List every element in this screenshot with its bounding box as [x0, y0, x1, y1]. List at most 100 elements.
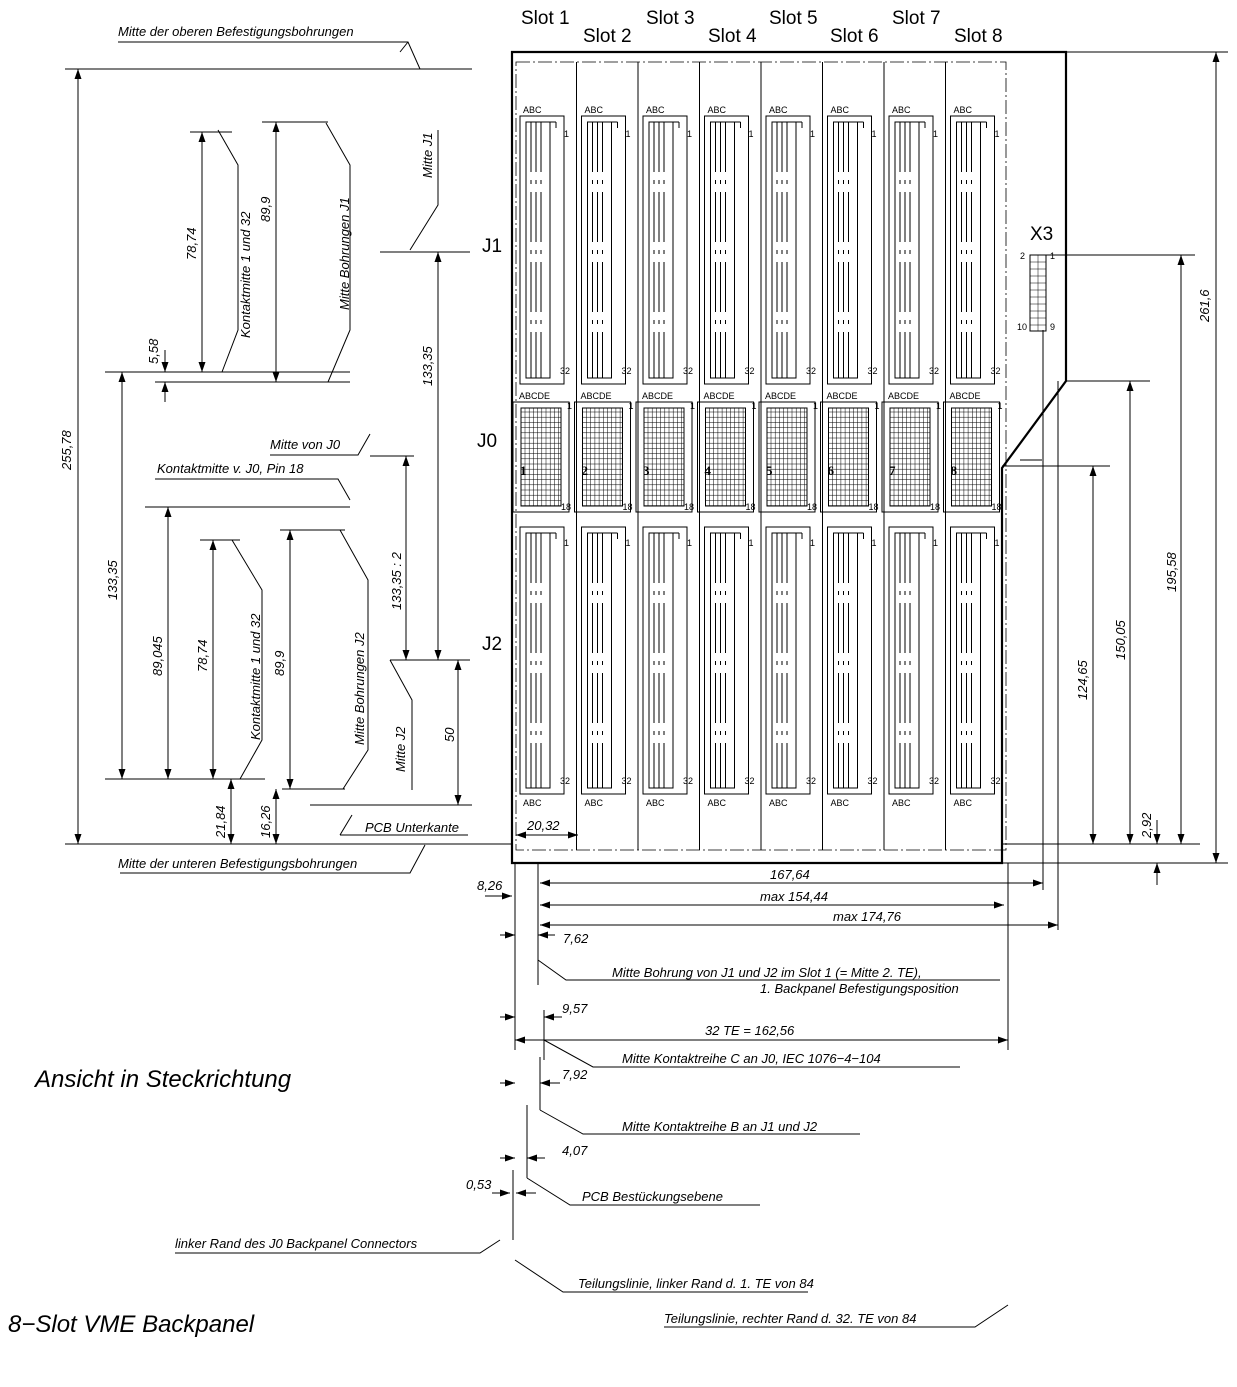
dim-9-57: 9,57: [562, 1001, 588, 1016]
j0-body: [574, 401, 631, 513]
j1-abc-label: ABC: [769, 105, 788, 115]
j1-connector-slot-5: ABC 1 32: [765, 105, 816, 385]
j0-grid-frame: [951, 407, 992, 507]
dim-89-9-j2: 89,9: [272, 651, 287, 676]
note-bottom-holes: Mitte der unteren Befestigungsbohrungen: [118, 856, 357, 871]
j2-body: [888, 526, 934, 795]
x3-pin-2: 2: [1020, 251, 1025, 261]
dim-89-9-j1: 89,9: [258, 197, 273, 222]
j2-pin-area: [894, 532, 920, 789]
j1-pin-32-label: 32: [868, 366, 878, 376]
j2-abc-label: ABC: [585, 798, 604, 808]
j2-pin-32-label: 32: [868, 776, 878, 786]
j2-body: [950, 526, 995, 795]
j1-pin-1-label: 1: [872, 129, 877, 139]
j0-pin-18-label: 18: [746, 502, 756, 512]
j1-abc-label: ABC: [646, 105, 665, 115]
j2-connectors: 132ABC132ABC132ABC132ABC132ABC132ABC132A…: [519, 526, 1001, 808]
j0-grid-frame: [520, 407, 562, 507]
j0-slot-number: 5: [766, 463, 773, 478]
j1-body: [519, 115, 565, 385]
j0-slot-number: 1: [520, 463, 527, 478]
note-kontakt-j2: Kontaktmitte 1 und 32: [248, 613, 263, 740]
j2-pin-area: [648, 532, 674, 789]
label-j0: J0: [477, 431, 497, 452]
dim-32te: 32 TE = 162,56: [705, 1023, 795, 1038]
slot-label-4: Slot 4: [708, 26, 757, 47]
j0-body: [943, 401, 1000, 513]
slot-label-5: Slot 5: [769, 8, 818, 29]
j0-body: [512, 401, 570, 513]
slot-labels: Slot 1 Slot 2 Slot 3 Slot 4 Slot 5 Slot …: [521, 8, 1003, 47]
j0-pin-1-label: 1: [567, 401, 572, 411]
j0-abcde-label: ABCDE: [950, 391, 981, 401]
dim-max-174-76: max 174,76: [833, 909, 902, 924]
j0-connector-slot-5: ABCDE 5 1 18: [758, 391, 818, 513]
j1-body: [581, 115, 626, 385]
dim-max-154-44: max 154,44: [760, 889, 828, 904]
j2-pin-32-label: 32: [929, 776, 939, 786]
j1-pin-32-label: 32: [929, 366, 939, 376]
j1-pin-1-label: 1: [810, 129, 815, 139]
j0-grid-frame: [582, 407, 623, 507]
j1-abc-label: ABC: [892, 105, 911, 115]
j0-abcde-label: ABCDE: [642, 391, 673, 401]
note-kontakt-j0: Kontaktmitte v. J0, Pin 18: [157, 461, 304, 476]
j0-slot-number: 7: [889, 463, 896, 478]
j0-grid-frame: [828, 407, 869, 507]
j1-pin-area: [956, 121, 981, 379]
label-j2: J2: [482, 634, 502, 655]
j0-pin-1-label: 1: [690, 401, 695, 411]
dim-195-58: 195,58: [1164, 551, 1179, 592]
x3-pin-1: 1: [1050, 251, 1055, 261]
j0-abcde-label: ABCDE: [704, 391, 735, 401]
dim-20-32: 20,32: [526, 818, 560, 833]
j1-abc-label: ABC: [831, 105, 850, 115]
dimension-values: 255,78 133,35 5,58 78,74 89,9 89,045 78,…: [59, 197, 1212, 1192]
dim-50: 50: [442, 727, 457, 742]
j0-abcde-label: ABCDE: [765, 391, 796, 401]
note-mitte-j1: Mitte J1: [420, 132, 435, 178]
j0-slot-number: 6: [828, 463, 835, 478]
j2-pin-1-label: 1: [810, 538, 815, 548]
note-bestueckung: PCB Bestückungsebene: [582, 1189, 723, 1204]
j0-body: [635, 401, 693, 513]
dim-5-58: 5,58: [146, 338, 161, 364]
j0-pin-18-label: 18: [807, 502, 817, 512]
j2-pin-1-label: 1: [995, 538, 1000, 548]
slot-label-8: Slot 8: [954, 26, 1003, 47]
dim-124-65: 124,65: [1075, 659, 1090, 700]
j0-slot-number: 8: [951, 463, 958, 478]
label-x3: X3: [1030, 224, 1053, 245]
j1-pin-area: [648, 121, 674, 379]
j2-pin-32-label: 32: [806, 776, 816, 786]
j1-pin-1-label: 1: [749, 129, 754, 139]
j2-pin-area: [525, 532, 551, 789]
j2-body: [519, 526, 565, 795]
j1-pin-area: [771, 121, 797, 379]
j2-pin-32-label: 32: [622, 776, 632, 786]
dim-8-26: 8,26: [477, 878, 503, 893]
dim-261-6: 261,6: [1197, 289, 1212, 323]
dimension-lines: [74, 52, 1220, 1197]
j1-pin-32-label: 32: [806, 366, 816, 376]
note-mitte-j0: Mitte von J0: [270, 437, 341, 452]
j2-pin-1-label: 1: [564, 538, 569, 548]
j0-body: [881, 401, 939, 513]
j0-pin-1-label: 1: [629, 401, 634, 411]
j0-pin-1-label: 1: [813, 401, 818, 411]
j0-pin-18-label: 18: [623, 502, 633, 512]
note-teilung-links: Teilungslinie, linker Rand d. 1. TE von …: [578, 1276, 814, 1291]
j1-connector-slot-6: ABC 1 32: [827, 105, 878, 385]
j0-body: [820, 401, 877, 513]
j2-abc-label: ABC: [646, 798, 665, 808]
j2-abc-label: ABC: [831, 798, 850, 808]
j1-pin-1-label: 1: [933, 129, 938, 139]
j2-pin-1-label: 1: [933, 538, 938, 548]
j0-slot-number: 4: [705, 463, 712, 478]
